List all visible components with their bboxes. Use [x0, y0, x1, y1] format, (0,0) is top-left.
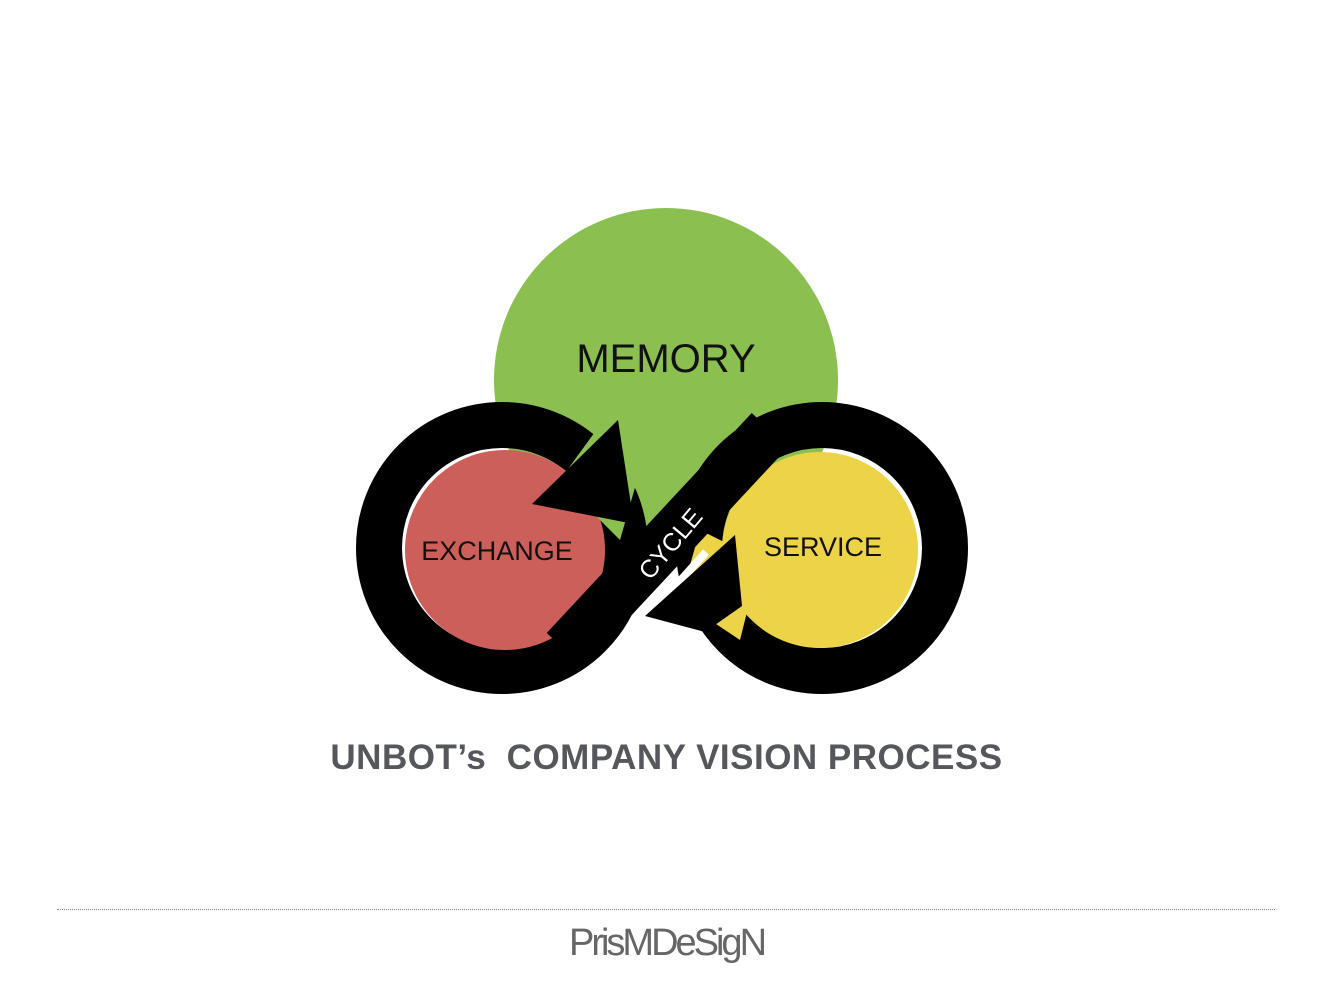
cycle-band — [546, 412, 789, 668]
service-circle — [722, 452, 918, 648]
exchange-loop-ring — [356, 402, 648, 694]
footer-divider — [57, 909, 1275, 910]
page-title: UNBOT’s COMPANY VISION PROCESS — [330, 738, 1003, 777]
exchange-label: EXCHANGE — [421, 536, 573, 566]
service-label: SERVICE — [764, 532, 882, 562]
exchange-arrow-head — [532, 420, 634, 524]
prism-design-logo: PrisMDeSigN — [568, 922, 767, 964]
memory-label: MEMORY — [576, 337, 755, 381]
service-arrow-head — [645, 535, 742, 632]
